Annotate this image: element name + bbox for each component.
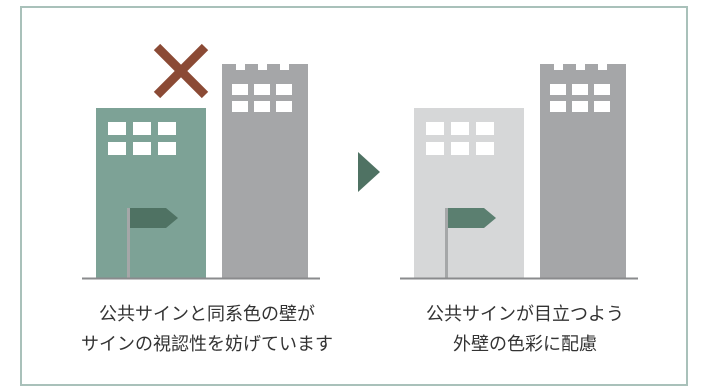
left-caption: 公共サインと同系色の壁が サインの視認性を妨げています (57, 300, 357, 360)
left-public-windows (108, 122, 176, 155)
left-scene (82, 43, 320, 280)
left-neighbor-building (222, 64, 308, 278)
left-sign-post (127, 208, 130, 278)
left-caption-line2: サインの視認性を妨げています (81, 334, 333, 355)
right-caption: 公共サインが目立つよう 外壁の色彩に配慮 (375, 300, 675, 360)
triangle-right-icon (358, 152, 380, 192)
right-public-windows (426, 122, 494, 155)
right-sign-post (445, 208, 448, 278)
x-mark-icon (153, 43, 209, 99)
right-public-building (414, 108, 524, 278)
left-caption-line1: 公共サインと同系色の壁が (99, 304, 315, 325)
left-sign-flag (130, 208, 178, 228)
left-public-building (96, 108, 206, 278)
right-caption-line2: 外壁の色彩に配慮 (453, 334, 597, 355)
right-neighbor-building (540, 64, 626, 278)
left-neighbor-windows (232, 84, 292, 112)
left-public-sign (127, 208, 178, 278)
right-scene (400, 64, 638, 280)
right-neighbor-windows (550, 84, 610, 112)
comparison-illustration (82, 43, 638, 280)
right-sign-flag (448, 208, 496, 228)
right-caption-line1: 公共サインが目立つよう (426, 304, 624, 325)
right-public-sign (445, 208, 496, 278)
